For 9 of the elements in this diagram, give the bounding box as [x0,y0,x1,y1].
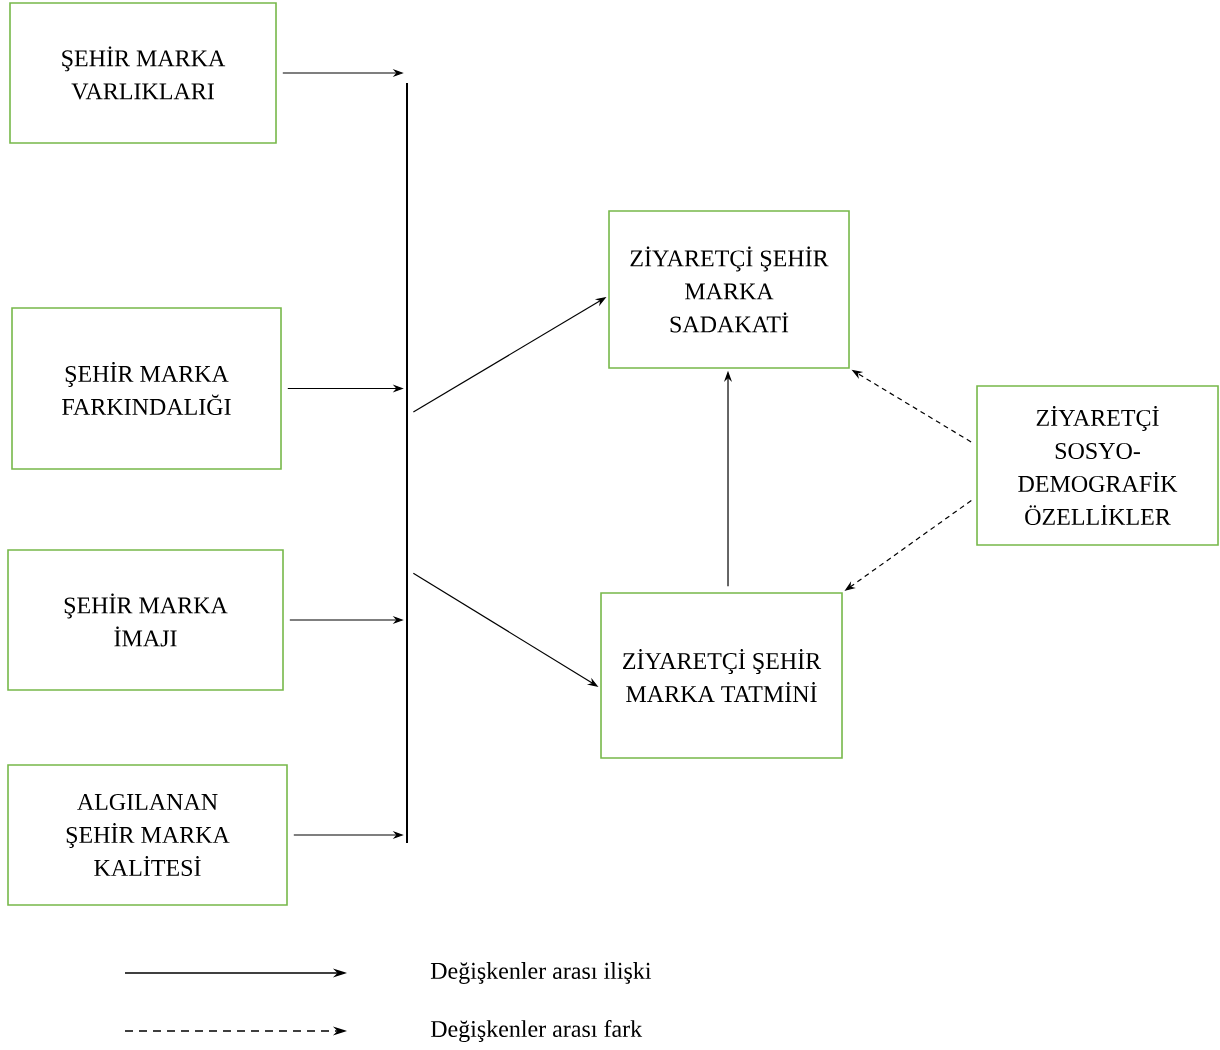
concept-box: ŞEHİR MARKA İMAJI [7,549,284,691]
concept-box: ZİYARETÇİ SOSYO-DEMOGRAFİK ÖZELLİKLER [976,385,1219,546]
legend-text: Değişkenler arası ilişki [430,962,652,984]
concept-box: ZİYARETÇİ ŞEHİR MARKA SADAKATİ [608,210,850,369]
concept-box: ZİYARETÇİ ŞEHİR MARKA TATMİNİ [600,592,843,759]
concept-box: ŞEHİR MARKA VARLIKLARI [9,2,277,144]
legend-text: Değişkenler arası fark [430,1020,643,1043]
concept-box: ALGILANAN ŞEHİR MARKA KALİTESİ [7,764,288,906]
concept-box: ŞEHİR MARKA FARKINDALIĞI [11,307,282,470]
